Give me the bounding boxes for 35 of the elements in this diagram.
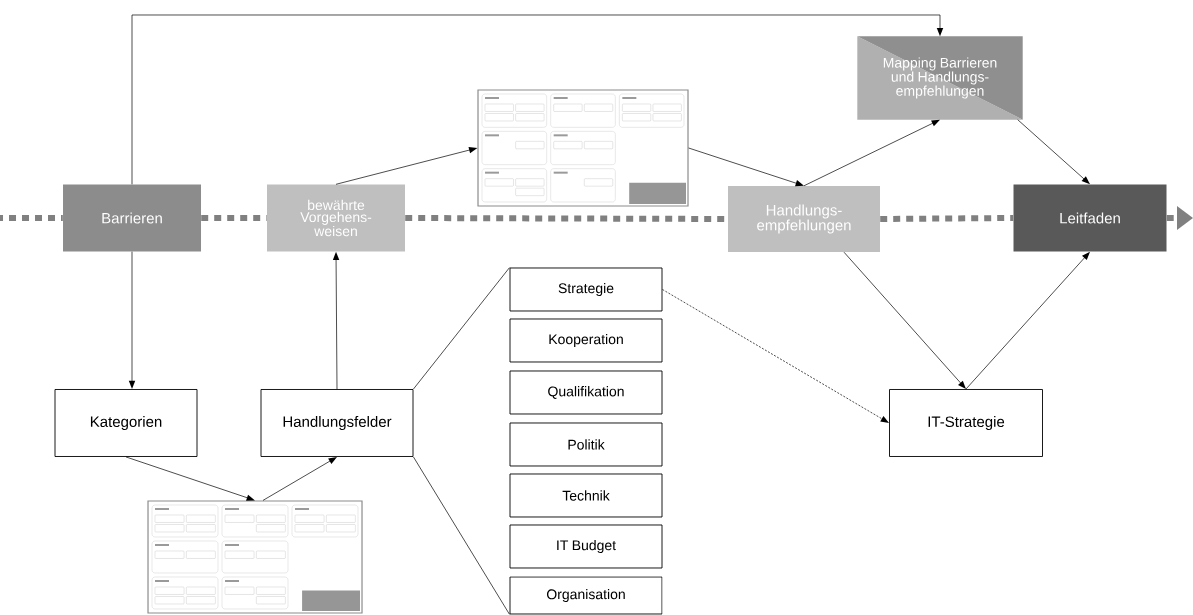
process-box: Politik — [509, 422, 663, 467]
thumbnail-drawing — [477, 89, 689, 207]
arrow — [125, 456, 255, 501]
thumbnail-drawing — [147, 500, 363, 614]
dotted-timeline — [1166, 206, 1193, 230]
process-box: Handlungs- empfehlungen — [728, 186, 880, 252]
process-box: Organisation — [509, 576, 663, 615]
process-box: Leitfaden — [1013, 184, 1167, 252]
arrow — [965, 251, 1090, 390]
split-box: Mapping Barrieren und Handlungs- empfehlungen — [857, 36, 1023, 120]
dotted-timeline — [201, 215, 267, 221]
arrow — [803, 119, 940, 187]
arrow — [688, 147, 804, 187]
dotted-timeline — [880, 215, 1014, 222]
arrow — [332, 251, 340, 390]
arrow — [335, 146, 478, 185]
process-box: Qualifikation — [509, 370, 663, 415]
process-box: Handlungsfelder — [260, 389, 414, 457]
process-box: bewährte Vorgehens- weisen — [267, 184, 405, 252]
process-box: Barrieren — [63, 184, 201, 252]
dotted-timeline — [0, 215, 63, 221]
arrow — [128, 251, 136, 390]
process-box: IT-Strategie — [889, 389, 1043, 457]
arrow — [131, 14, 944, 185]
connector-line — [413, 267, 510, 390]
process-box: Kooperation — [509, 318, 663, 363]
process-box: IT Budget — [509, 524, 663, 569]
process-box: Strategie — [509, 267, 663, 312]
arrow — [1017, 119, 1090, 185]
connector-line — [413, 456, 510, 615]
arrow — [262, 456, 337, 501]
arrow — [843, 251, 966, 390]
process-box: Technik — [509, 473, 663, 518]
process-box: Kategorien — [54, 389, 198, 457]
dashed-arrow — [662, 289, 890, 423]
